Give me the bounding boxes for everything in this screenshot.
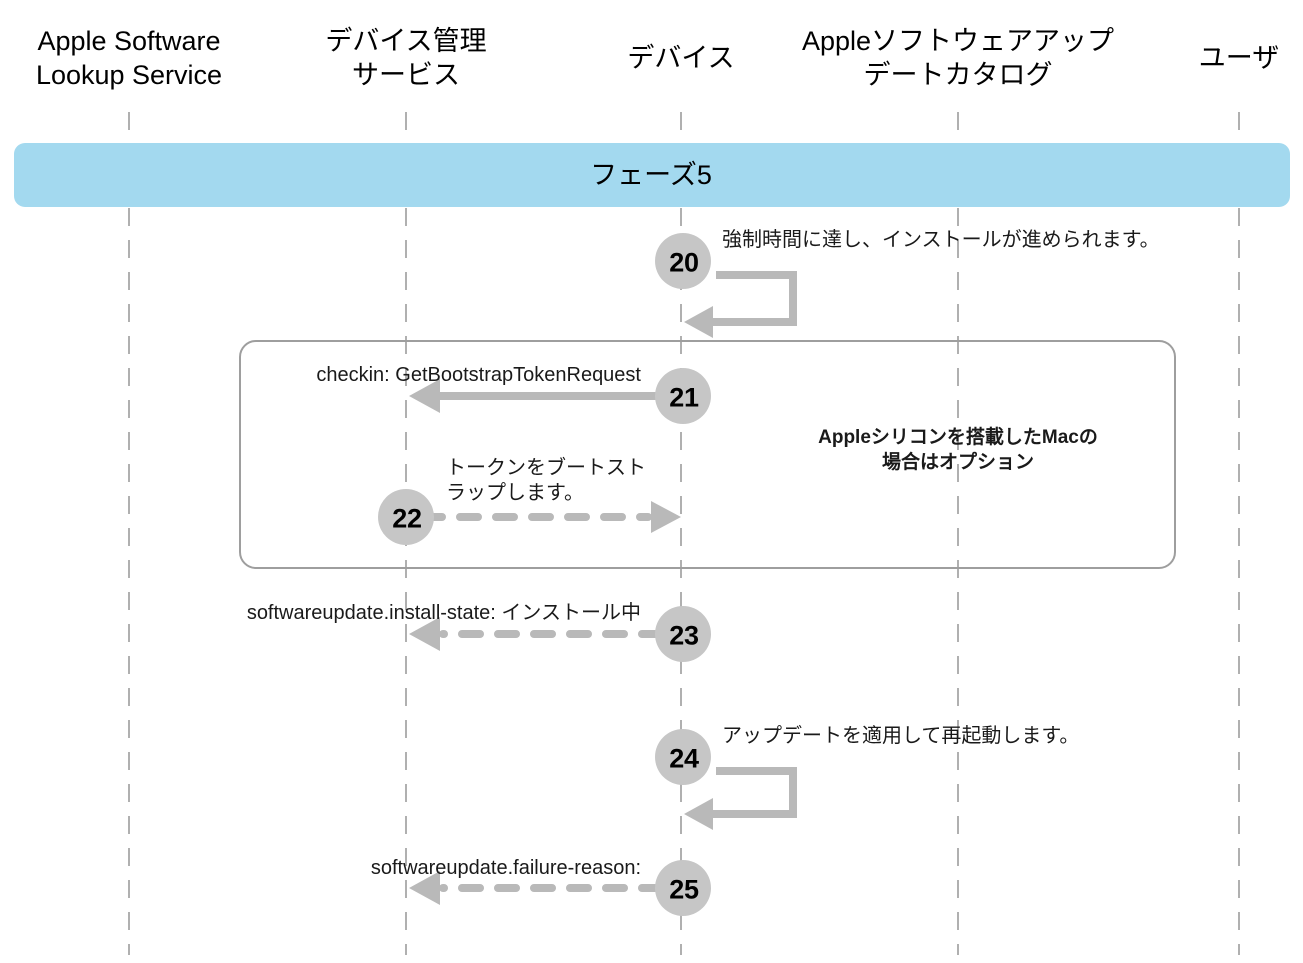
step-number-24: 24	[669, 743, 699, 774]
step-20-message: 強制時間に達し、インストールが進められます。	[722, 229, 1160, 251]
step-circle-23[interactable]	[655, 606, 711, 662]
lifeline-header-lookup: Apple Software Lookup Service	[35, 26, 223, 90]
step-circle-20[interactable]	[655, 233, 711, 289]
phase-band	[14, 143, 1290, 207]
lifeline-header-catalog: Appleソフトウェアアップ デートカタログ	[801, 26, 1115, 90]
step-25-message: softwareupdate.failure-reason:	[370, 857, 641, 879]
step-number-20: 20	[669, 247, 699, 278]
step-22-arrowhead	[651, 501, 681, 533]
step-24-self-loop-arrow	[707, 767, 797, 818]
step-circles-group	[378, 233, 711, 916]
step-circle-22[interactable]	[378, 489, 434, 545]
optional-frame-note: Appleシリコンを搭載したMacの 場合はオプション	[818, 427, 1098, 473]
step-24-arrowhead	[684, 798, 713, 830]
step-20-self-loop-arrow	[707, 271, 797, 326]
step-21-arrowhead	[409, 379, 440, 413]
step-circle-24[interactable]	[655, 729, 711, 785]
step-21-message: checkin: GetBootstrapTokenRequest	[316, 364, 641, 386]
step-circle-25[interactable]	[655, 860, 711, 916]
optional-frame	[239, 340, 1176, 569]
step-number-23: 23	[669, 620, 699, 651]
step-23-arrowhead	[409, 617, 440, 651]
step-23-message: softwareupdate.install-state: インストール中	[246, 602, 641, 624]
step-24-message: アップデートを適用して再起動します。	[722, 725, 1080, 747]
step-number-22: 22	[392, 503, 422, 534]
lifeline-header-mdm: デバイス管理 サービス	[325, 26, 487, 90]
step-22-message: トークンをブートスト ラップします。	[446, 457, 646, 504]
lifeline-header-user: ユーザ	[1198, 43, 1280, 73]
step-number-25: 25	[669, 874, 699, 905]
step-25-arrowhead	[409, 871, 440, 905]
step-number-21: 21	[669, 382, 699, 413]
lifeline-header-device: デバイス	[627, 43, 735, 73]
step-20-arrowhead	[684, 306, 713, 338]
step-circle-21[interactable]	[655, 368, 711, 424]
phase-band-label: フェーズ5	[590, 160, 712, 190]
